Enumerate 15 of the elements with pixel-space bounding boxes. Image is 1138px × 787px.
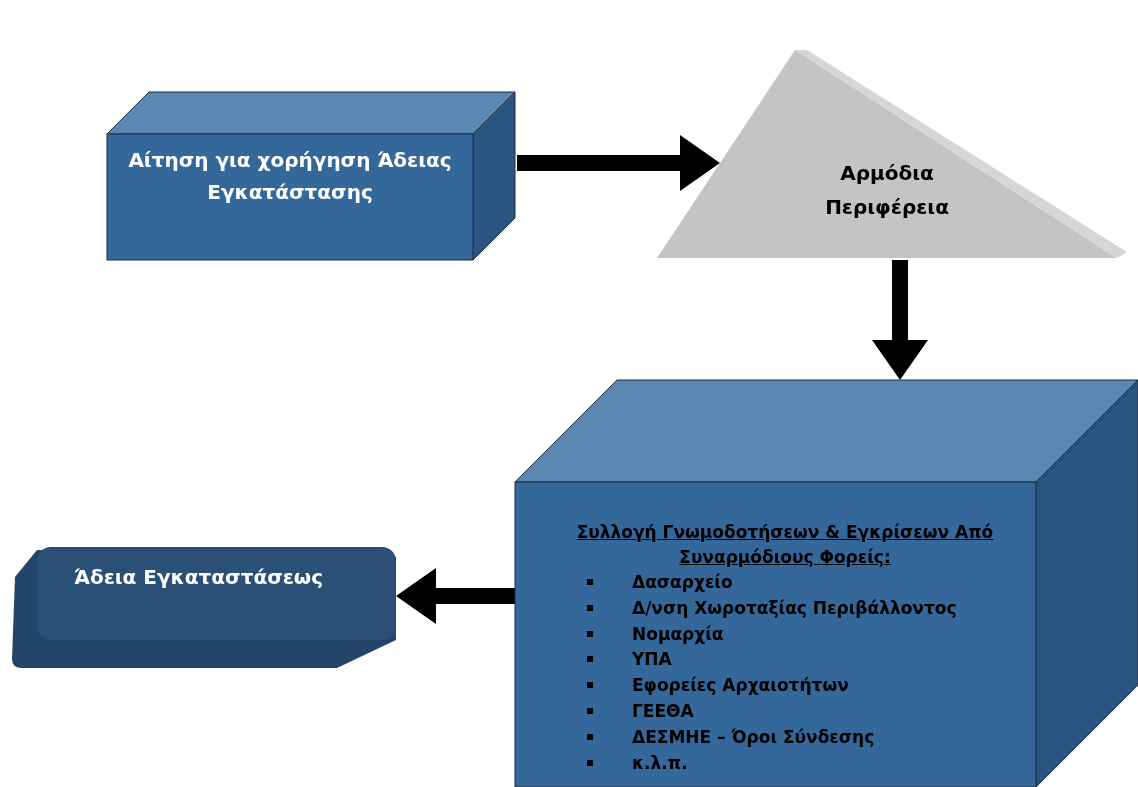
box-title: Αίτηση για χορήγηση Άδειας Εγκατάστασης (127, 147, 453, 206)
box-heading: Συλλογή Γνωμοδοτήσεων & Εγκρίσεων Από Συναρμόδιους Φορείς: (575, 521, 995, 569)
list-item: Εφορείες Αρχαιοτήτων (632, 674, 849, 698)
list-item: Δασαρχείο (632, 571, 733, 594)
box-title: Άδεια Εγκαταστάσεως (74, 564, 324, 591)
list-item: Νομαρχία (632, 622, 724, 646)
list-item: κ.λ.π. (632, 751, 688, 775)
list-item: ΔΕΣΜΗΕ – Όροι Σύνδεσης (632, 725, 875, 749)
list-item: ΥΠΑ (632, 648, 672, 672)
arrow (517, 135, 720, 191)
arrow (396, 568, 515, 624)
triangle-label: Αρμόδια Περιφέρεια (824, 160, 950, 221)
list-item: ΓΕΕΘΑ (632, 700, 694, 723)
list-item: Δ/νση Χωροταξίας Περιβάλλοντος (632, 596, 957, 620)
arrow (872, 260, 928, 380)
